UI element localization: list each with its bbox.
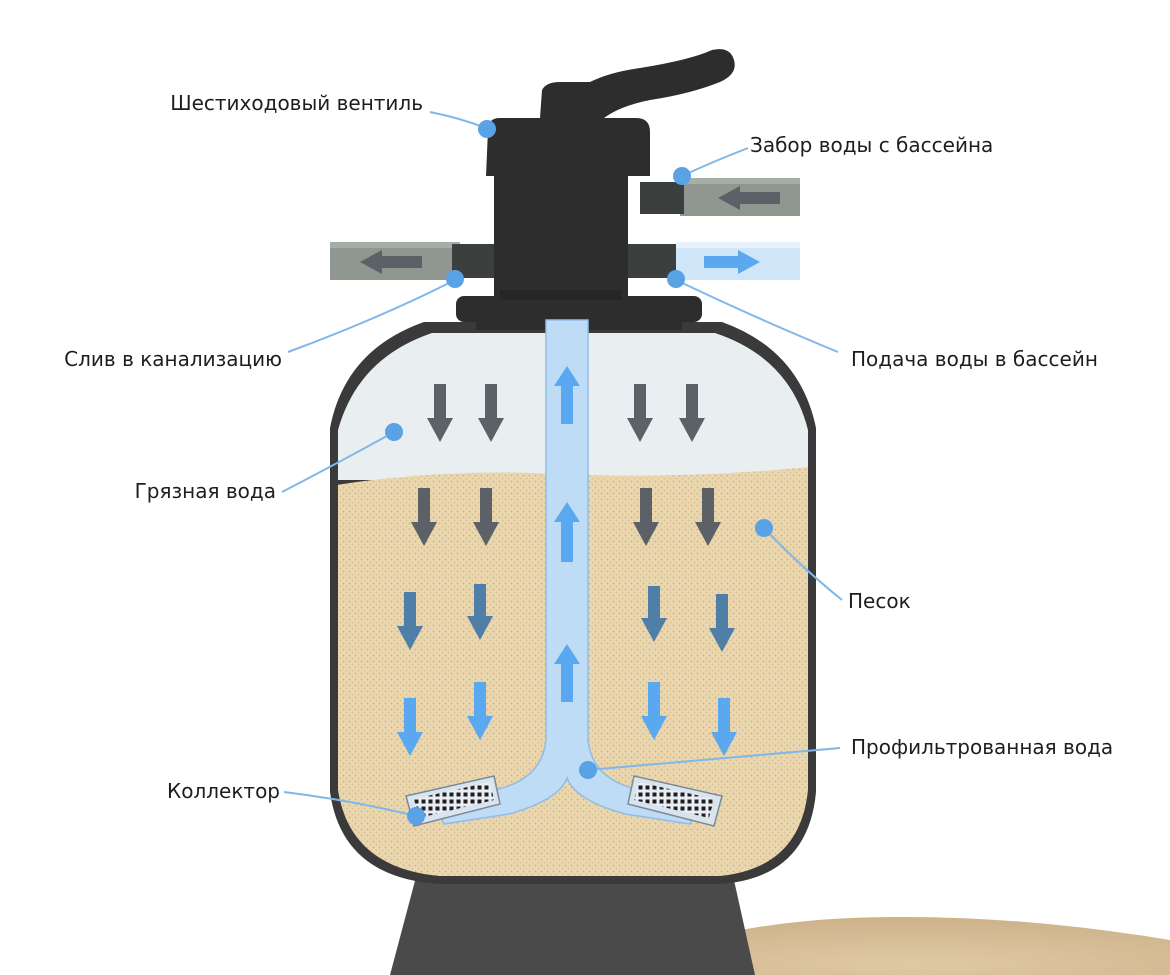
arrow-down-icon xyxy=(641,586,667,642)
label-valve: Шестиходовый вентиль xyxy=(170,91,423,115)
arrow-down-icon xyxy=(711,698,737,756)
valve-body xyxy=(494,170,628,300)
marker-dots xyxy=(385,120,773,825)
standpipe xyxy=(432,319,702,825)
arrow-up-icon xyxy=(554,366,580,424)
valve-top xyxy=(486,118,650,176)
arrow-down-icon xyxy=(633,488,659,546)
label-supply: Подача воды в бассейн xyxy=(851,347,1098,371)
arrow-down-icon xyxy=(641,682,667,740)
upflow-arrows xyxy=(554,366,580,702)
label-drain: Слив в канализацию xyxy=(64,347,282,371)
label-sand: Песок xyxy=(848,589,911,613)
arrow-down-icon xyxy=(397,698,423,756)
arrow-down-icon xyxy=(473,488,499,546)
arrow-down-icon xyxy=(397,592,423,650)
valve-marker xyxy=(478,120,496,138)
downflow-arrows xyxy=(397,384,737,756)
arrow-down-icon xyxy=(627,384,653,442)
tank-collar xyxy=(456,296,702,322)
filtered-water-marker xyxy=(579,761,597,779)
label-intake: Забор воды с бассейна xyxy=(750,133,993,157)
intake-marker xyxy=(673,167,691,185)
valve-handle xyxy=(540,49,735,118)
collector-marker xyxy=(407,807,425,825)
arrow-down-icon xyxy=(467,584,493,640)
multiport-valve xyxy=(486,49,735,300)
sand-marker xyxy=(755,519,773,537)
supply-marker xyxy=(667,270,685,288)
label-collector: Коллектор xyxy=(167,779,280,803)
arrow-up-icon xyxy=(554,502,580,562)
arrow-down-icon xyxy=(695,488,721,546)
arrow-up-icon xyxy=(554,644,580,702)
arrow-down-icon xyxy=(679,384,705,442)
arrow-down-icon xyxy=(709,594,735,652)
drain-marker xyxy=(446,270,464,288)
filter-base xyxy=(390,862,755,975)
arrow-left-icon xyxy=(360,250,422,274)
label-filtered-water: Профильтрованная вода xyxy=(851,735,1113,759)
arrow-down-icon xyxy=(478,384,504,442)
dirty-water-marker xyxy=(385,423,403,441)
label-dirty-water: Грязная вода xyxy=(135,479,276,503)
arrow-left-icon xyxy=(718,186,780,210)
arrow-down-icon xyxy=(427,384,453,442)
arrow-down-icon xyxy=(411,488,437,546)
arrow-right-icon xyxy=(704,250,760,274)
arrow-down-icon xyxy=(467,682,493,740)
